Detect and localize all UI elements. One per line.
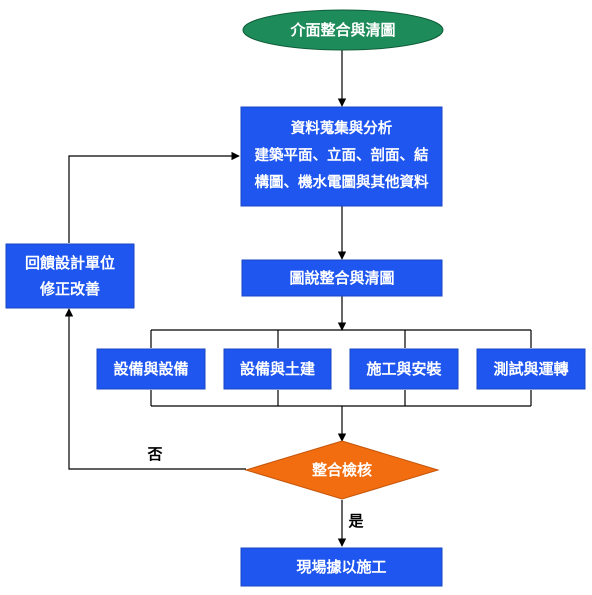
branch-box-3 [349, 348, 459, 390]
arrow-feedback-to-collect [68, 151, 240, 243]
decision-diamond [244, 440, 440, 500]
branch-box-1 [96, 348, 206, 390]
branch-box-2 [223, 348, 332, 390]
collect-box [240, 106, 443, 207]
start-node [242, 9, 444, 51]
integrate-box [241, 259, 443, 297]
end-box [240, 547, 443, 587]
branch-box-4 [476, 348, 586, 390]
arrow-decision-to-feedback [64, 308, 246, 470]
connectors [64, 50, 532, 547]
feedback-box [5, 243, 135, 309]
